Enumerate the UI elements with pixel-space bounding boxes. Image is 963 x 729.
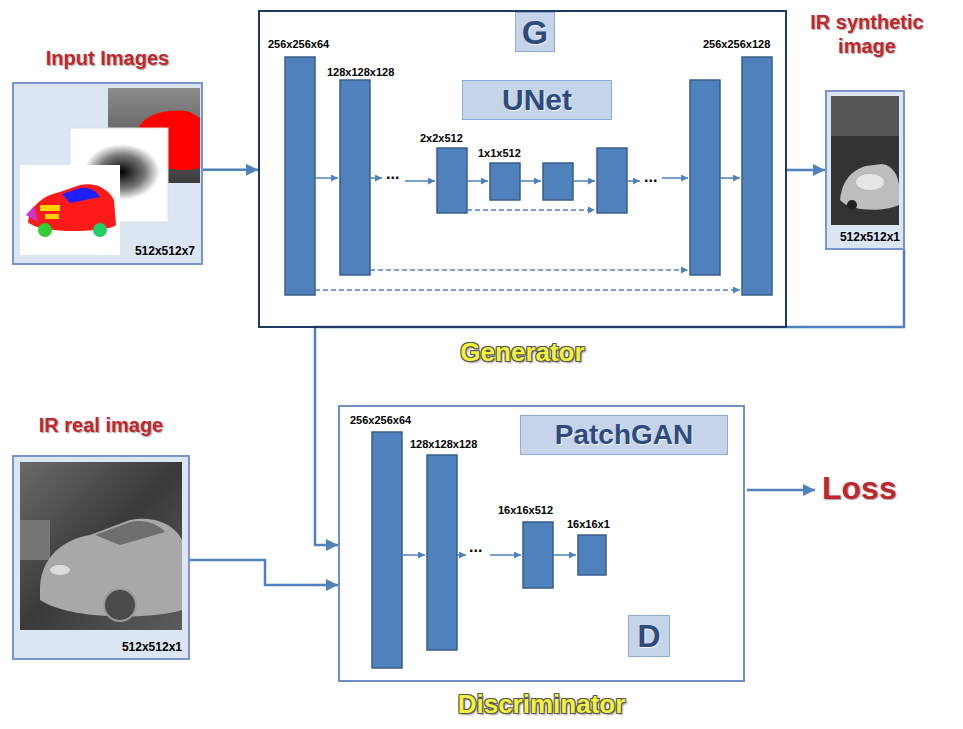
input-image-stack — [26, 206, 38, 222]
image-panel-fill — [825, 90, 905, 250]
layer-size: 16x16x1 — [567, 518, 610, 530]
network-letter-box: D — [628, 615, 670, 657]
synthetic-ir-image — [840, 164, 899, 210]
connector-arrow — [787, 169, 825, 172]
connector-arrow — [190, 560, 338, 585]
input-image-stack — [45, 214, 59, 219]
layer-arrow — [467, 180, 488, 182]
discriminator-box: PatchGANDDiscriminator — [338, 405, 745, 682]
layer-arrow — [627, 180, 640, 182]
layer-arrow — [662, 177, 688, 179]
network-letter: G — [522, 15, 548, 49]
input-image-stack — [20, 88, 200, 255]
real-ir-image — [20, 462, 182, 630]
real-ir-image — [20, 462, 182, 630]
unet-layer-block — [742, 57, 772, 295]
patchgan-layer-block — [523, 522, 553, 588]
panel-heading: Input Images — [14, 46, 201, 70]
synthetic-ir-image — [831, 96, 899, 225]
layer-arrow — [402, 554, 425, 556]
skip-connection — [315, 289, 740, 291]
layer-size: 16x16x512 — [498, 504, 553, 516]
connector-arrow — [315, 250, 904, 545]
layer-size: 128x128x128 — [410, 438, 477, 450]
layer-size: 256x256x64 — [350, 414, 411, 426]
layer-arrow — [553, 554, 576, 556]
input-image-stack — [38, 223, 52, 237]
layer-arrow — [573, 180, 595, 182]
connector-arrow — [203, 169, 258, 172]
tensor-size: 512x512x1 — [840, 230, 900, 244]
ellipsis: ... — [644, 168, 657, 186]
layer-size: 1x1x512 — [478, 147, 521, 159]
synthetic-ir-image — [847, 200, 857, 210]
panel-heading: IR synthetic image — [792, 10, 942, 58]
ellipsis: ... — [469, 538, 482, 556]
network-letter-box: G — [515, 12, 555, 52]
synthetic-ir-image — [831, 96, 899, 225]
synthetic-ir-image — [856, 174, 884, 190]
patchgan-layer-block — [578, 535, 606, 575]
input-image-stack — [40, 205, 60, 211]
block-heading: Generator — [260, 338, 785, 368]
layer-arrow — [520, 180, 541, 182]
layer-arrow — [315, 178, 740, 181]
loss-arrow — [747, 489, 815, 492]
unet-layer-block — [543, 163, 573, 200]
unet-layer-block — [285, 57, 772, 295]
layer-arrow — [402, 554, 576, 556]
unet-layer-block — [437, 148, 467, 213]
architecture-box: PatchGAN — [520, 415, 728, 455]
architecture-box: UNet — [462, 80, 612, 120]
block-heading: Discriminator — [340, 690, 743, 720]
panel-heading: IR real image — [14, 413, 188, 437]
layer-arrow — [315, 177, 338, 179]
architecture-name: UNet — [502, 85, 572, 115]
layer-size: 128x128x128 — [327, 66, 394, 78]
patchgan-layer-block — [427, 455, 457, 650]
network-letter: D — [637, 620, 660, 652]
patchgan-layer-block — [372, 432, 402, 668]
real-ir-image — [20, 520, 50, 560]
image-panel-fill — [12, 455, 190, 660]
skip-connection — [467, 209, 595, 211]
input-image-stack — [20, 165, 120, 255]
unet-layer-block — [490, 163, 520, 200]
tensor-size: 512x512x7 — [135, 244, 195, 258]
layer-size: 256x256x64 — [268, 38, 329, 50]
unet-layer-block — [690, 80, 720, 275]
synthetic-image-panel: IR synthetic image512x512x1 — [825, 90, 905, 250]
layer-arrow — [370, 177, 382, 179]
loss-label: Loss — [822, 470, 897, 507]
skip-connection — [315, 210, 740, 290]
real-ir-image — [95, 521, 165, 545]
real-image-panel: IR real image512x512x1 — [12, 455, 190, 660]
layer-arrow — [405, 180, 435, 182]
skip-connection — [370, 269, 688, 271]
layer-arrow — [490, 554, 521, 556]
layer-arrow — [457, 554, 466, 556]
layer-size: 256x256x128 — [703, 38, 770, 50]
synthetic-ir-image — [831, 96, 899, 136]
real-ir-image — [50, 565, 70, 575]
unet-layer-block — [285, 57, 315, 295]
real-ir-image — [104, 589, 136, 621]
input-image-stack — [62, 188, 100, 203]
input-image-stack — [93, 223, 107, 237]
generator-box: GUNetGenerator — [258, 10, 787, 328]
image-panel-fill — [12, 82, 203, 265]
input-image-panel: Input Images512x512x7 — [12, 82, 203, 265]
architecture-name: PatchGAN — [555, 421, 693, 449]
unet-layer-block — [340, 80, 370, 275]
loss-arrow — [747, 489, 815, 492]
layer-arrow — [720, 177, 740, 179]
unet-layer-block — [597, 148, 627, 213]
patchgan-layer-block — [372, 432, 606, 668]
layer-size: 2x2x512 — [420, 132, 463, 144]
tensor-size: 512x512x1 — [122, 640, 182, 654]
ellipsis: ... — [386, 165, 399, 183]
